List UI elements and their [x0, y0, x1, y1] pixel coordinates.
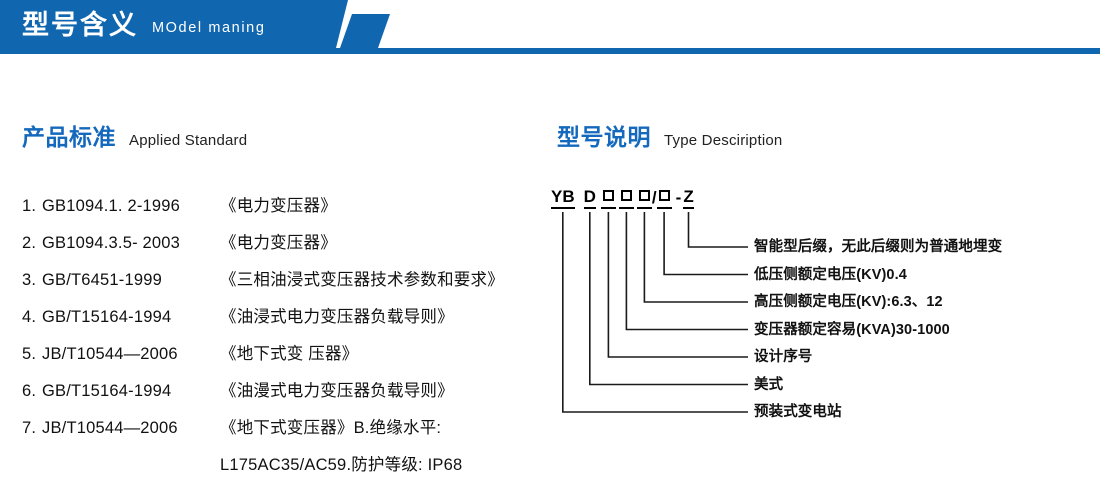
applied-standards-list: 1. GB1094.1. 2-1996 《电力变压器》 2. GB1094.3.5- 2…	[22, 192, 542, 488]
leader-line-box3	[643, 212, 748, 303]
standard-code: JB/T10544—2006	[42, 419, 178, 437]
standard-code: GB/T15164-1994	[42, 382, 172, 400]
standard-code: GB1094.1. 2-1996	[42, 197, 181, 215]
code-segment-yb: YB	[551, 187, 575, 209]
standard-code: GB/T6451-1999	[42, 271, 163, 289]
standard-title: 《电力变压器》	[220, 197, 337, 215]
code-segment-dash: -	[675, 187, 682, 207]
standard-index: 5.	[22, 345, 37, 363]
standard-index: 2.	[22, 234, 37, 252]
callout-label-yb: 预装式变电站	[754, 404, 842, 420]
standard-row: 3. GB/T6451-1999 《三相油浸式变压器技术参数和要求》	[22, 266, 542, 303]
standard-title: 《电力变压器》	[220, 234, 337, 252]
callout-leader-lines	[562, 212, 748, 413]
callout-label-d: 美式	[754, 376, 784, 393]
code-box-glyph	[602, 189, 614, 201]
standard-code: JB/T10544—2006	[42, 345, 178, 363]
banner-accent-chevron	[340, 14, 390, 48]
type-code-string: YB D /-Z	[551, 186, 694, 210]
section-heading-cn: 型号说明	[557, 124, 651, 150]
code-segment-box1	[600, 188, 616, 209]
standard-row: 2. GB1094.3.5- 2003 《电力变压器》	[22, 229, 542, 266]
standard-code: GB1094.3.5- 2003	[42, 234, 181, 252]
section-heading-type-description: 型号说明 Type Desciription	[557, 118, 782, 152]
standard-row: 4. GB/T15164-1994 《油浸式电力变压器负载导则》	[22, 303, 542, 340]
standard-row: 5. JB/T10544—2006 《地下式变 压器》	[22, 340, 542, 377]
code-segment-slash: /	[651, 187, 657, 207]
leader-line-d	[589, 212, 748, 386]
page-header-banner: 型号含义 MOdel maning	[0, 0, 1100, 56]
standard-row: 6. GB/T15164-1994 《油漫式电力变压器负载导则》	[22, 377, 542, 414]
standard-index: 7.	[22, 419, 37, 437]
leader-line-yb	[562, 212, 748, 413]
code-box-glyph	[658, 189, 670, 201]
standard-code: GB/T15164-1994	[42, 308, 172, 326]
banner-baseline-rule	[0, 48, 1100, 54]
standard-index: 1.	[22, 197, 37, 215]
banner-main-block	[0, 0, 348, 48]
standard-row-continuation: L175AC35/AC59.防护等级: IP68	[22, 451, 542, 488]
section-heading-en: Type Desciription	[664, 132, 783, 149]
section-heading-en: Applied Standard	[129, 132, 248, 149]
standard-title: 《地下式变 压器》	[220, 345, 359, 363]
code-segment-box3	[636, 188, 652, 209]
code-box-glyph	[620, 189, 632, 201]
leader-line-box1	[607, 212, 748, 358]
section-heading-cn: 产品标准	[22, 124, 116, 150]
code-segment-box2	[618, 188, 634, 209]
callout-label-z: 智能型后缀，无此后缀则为普通地埋变	[754, 239, 1003, 255]
banner-background-shape	[0, 0, 1100, 54]
standard-title: L175AC35/AC59.防护等级: IP68	[220, 456, 463, 474]
callout-label-box1: 设计序号	[754, 349, 813, 365]
leader-line-box2	[625, 212, 748, 331]
standard-index: 3.	[22, 271, 37, 289]
code-box-glyph	[638, 189, 650, 201]
standard-index: 6.	[22, 382, 37, 400]
standard-title: 《油浸式电力变压器负载导则》	[220, 308, 454, 326]
standard-title: 《地下式变压器》B.绝缘水平:	[220, 419, 442, 437]
code-segment-z: Z	[683, 187, 694, 209]
code-segment-d: D	[583, 187, 596, 209]
standard-title: 《三相油浸式变压器技术参数和要求》	[220, 271, 504, 289]
callout-label-box2: 变压器额定容易(KVA)30-1000	[754, 321, 950, 338]
code-segment-box4	[656, 188, 672, 209]
standard-row: 1. GB1094.1. 2-1996 《电力变压器》	[22, 192, 542, 229]
callout-label-box4: 低压侧额定电压(KV)0.4	[754, 266, 907, 283]
section-heading-applied-standard: 产品标准 Applied Standard	[22, 118, 247, 152]
leader-line-z	[687, 212, 748, 248]
type-code-diagram: YB D /-Z 智能型后缀，无此后缀则为普通地埋变低压侧额定电压(KV)0.4 高压…	[551, 186, 1096, 436]
standard-index: 4.	[22, 308, 37, 326]
callout-label-box3: 高压侧额定电压(KV):6.3、12	[754, 294, 943, 310]
standard-title: 《油漫式电力变压器负载导则》	[220, 382, 454, 400]
standard-row: 7. JB/T10544—2006 《地下式变压器》B.绝缘水平:	[22, 414, 542, 451]
leader-line-box4	[663, 212, 748, 276]
